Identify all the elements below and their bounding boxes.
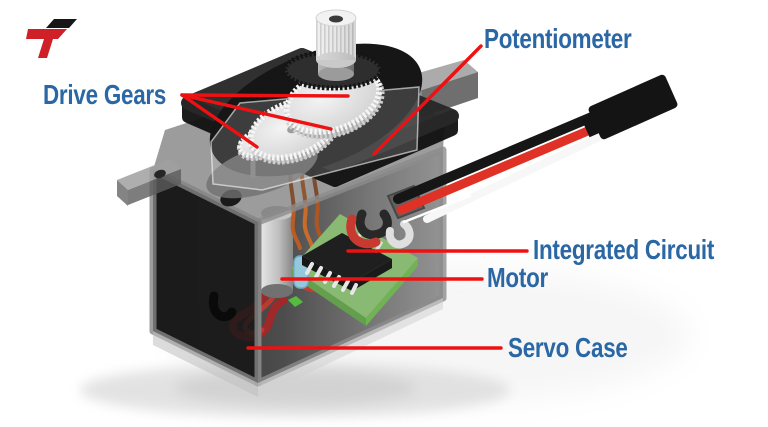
label-potentiometer: Potentiometer bbox=[484, 23, 632, 54]
leader-drive-gears-2 bbox=[180, 93, 333, 131]
label-drive-gears: Drive Gears bbox=[43, 79, 167, 110]
output-shaft bbox=[315, 9, 357, 68]
leader-drive-gears-1 bbox=[180, 93, 350, 98]
case-marking bbox=[208, 291, 237, 322]
leader-lines bbox=[180, 44, 529, 350]
leader-drive-gears-3 bbox=[180, 93, 259, 149]
label-motor: Motor bbox=[487, 262, 549, 293]
shaft-hole bbox=[329, 15, 343, 23]
servo-cable bbox=[393, 106, 616, 224]
flange-screw-hole bbox=[154, 169, 166, 179]
cable-red-wire bbox=[396, 117, 614, 215]
cable-connector bbox=[581, 74, 678, 140]
cable-white-wire bbox=[423, 127, 616, 223]
cable-black-wire bbox=[393, 106, 611, 204]
label-integrated-circuit: Integrated Circuit bbox=[533, 234, 715, 265]
left-mounting-flange bbox=[117, 159, 181, 206]
label-servo-case: Servo Case bbox=[508, 332, 628, 363]
led-component bbox=[288, 296, 303, 307]
brand-logo-icon bbox=[26, 19, 77, 58]
leader-potentiometer bbox=[372, 44, 483, 156]
exit-wire-loops bbox=[346, 209, 414, 249]
